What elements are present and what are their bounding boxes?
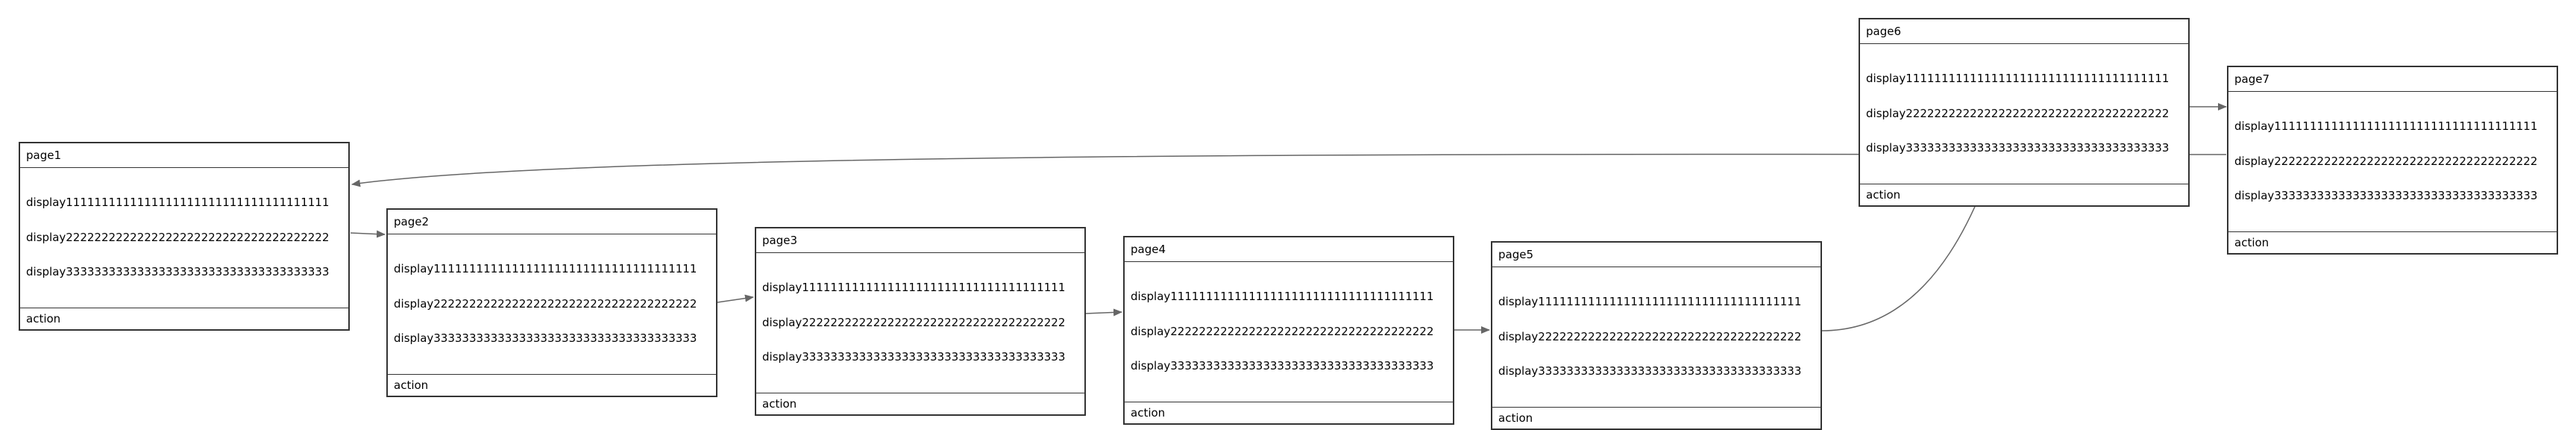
node-title: page6: [1860, 19, 2188, 44]
display-line-3: display333333333333333333333333333333333…: [1866, 141, 2170, 155]
display-line-2: display222222222222222222222222222222222…: [1866, 106, 2170, 120]
display-line-1: display111111111111111111111111111111111…: [2234, 119, 2538, 133]
node-page1[interactable]: page1 display111111111111111111111111111…: [19, 142, 350, 331]
edge-page1-page2: [350, 230, 386, 238]
display-line-2: display222222222222222222222222222222222…: [26, 230, 330, 244]
node-action: action: [762, 396, 797, 411]
display-line-3: display333333333333333333333333333333333…: [2234, 189, 2538, 202]
display-line-1: display111111111111111111111111111111111…: [1866, 72, 2170, 85]
node-page2[interactable]: page2 display111111111111111111111111111…: [386, 208, 717, 397]
node-title: page4: [1125, 237, 1453, 262]
display-line-3: display333333333333333333333333333333333…: [1131, 359, 1434, 373]
node-page3[interactable]: page3 display111111111111111111111111111…: [755, 227, 1086, 416]
display-line-1: display111111111111111111111111111111111…: [1498, 295, 1802, 308]
edge-page3-page4: [1084, 308, 1122, 317]
display-line-3: display333333333333333333333333333333333…: [394, 331, 697, 345]
display-line-2: display222222222222222222222222222222222…: [1498, 329, 1802, 343]
node-action: action: [2234, 235, 2269, 249]
node-title: page7: [2228, 67, 2557, 92]
node-display-lines: display111111111111111111111111111111111…: [1492, 267, 1821, 408]
node-title: page1: [20, 143, 348, 168]
display-line-2: display222222222222222222222222222222222…: [762, 315, 1066, 329]
node-page7[interactable]: page7 display111111111111111111111111111…: [2227, 66, 2558, 255]
display-line-1: display111111111111111111111111111111111…: [26, 196, 330, 209]
node-display-lines: display111111111111111111111111111111111…: [1860, 44, 2188, 184]
node-action: action: [26, 311, 61, 325]
node-action: action: [1498, 411, 1533, 425]
node-title: page3: [756, 228, 1084, 253]
display-line-1: display111111111111111111111111111111111…: [394, 262, 697, 275]
node-display-lines: display111111111111111111111111111111111…: [1125, 262, 1453, 402]
display-line-1: display111111111111111111111111111111111…: [1131, 290, 1434, 303]
node-display-lines: display111111111111111111111111111111111…: [2228, 92, 2557, 232]
node-action: action: [1131, 405, 1166, 420]
node-page6[interactable]: page6 display111111111111111111111111111…: [1859, 18, 2190, 207]
display-line-3: display333333333333333333333333333333333…: [1498, 364, 1802, 378]
display-line-2: display222222222222222222222222222222222…: [2234, 154, 2538, 168]
node-display-lines: display111111111111111111111111111111111…: [20, 168, 348, 308]
display-line-1: display111111111111111111111111111111111…: [762, 281, 1066, 294]
display-line-3: display333333333333333333333333333333333…: [762, 350, 1066, 364]
edge-page2-page3: [717, 294, 754, 303]
node-title: page5: [1492, 243, 1821, 267]
node-page5[interactable]: page5 display111111111111111111111111111…: [1491, 241, 1822, 430]
display-line-2: display222222222222222222222222222222222…: [394, 296, 697, 311]
node-display-lines: display111111111111111111111111111111111…: [756, 253, 1084, 393]
node-action: action: [1866, 187, 1901, 202]
node-action: action: [394, 378, 429, 392]
node-title: page2: [388, 210, 716, 234]
node-page4[interactable]: page4 display111111111111111111111111111…: [1123, 236, 1454, 425]
display-line-3: display333333333333333333333333333333333…: [26, 265, 330, 278]
display-line-2: display222222222222222222222222222222222…: [1131, 324, 1434, 338]
node-display-lines: display111111111111111111111111111111111…: [388, 234, 716, 375]
